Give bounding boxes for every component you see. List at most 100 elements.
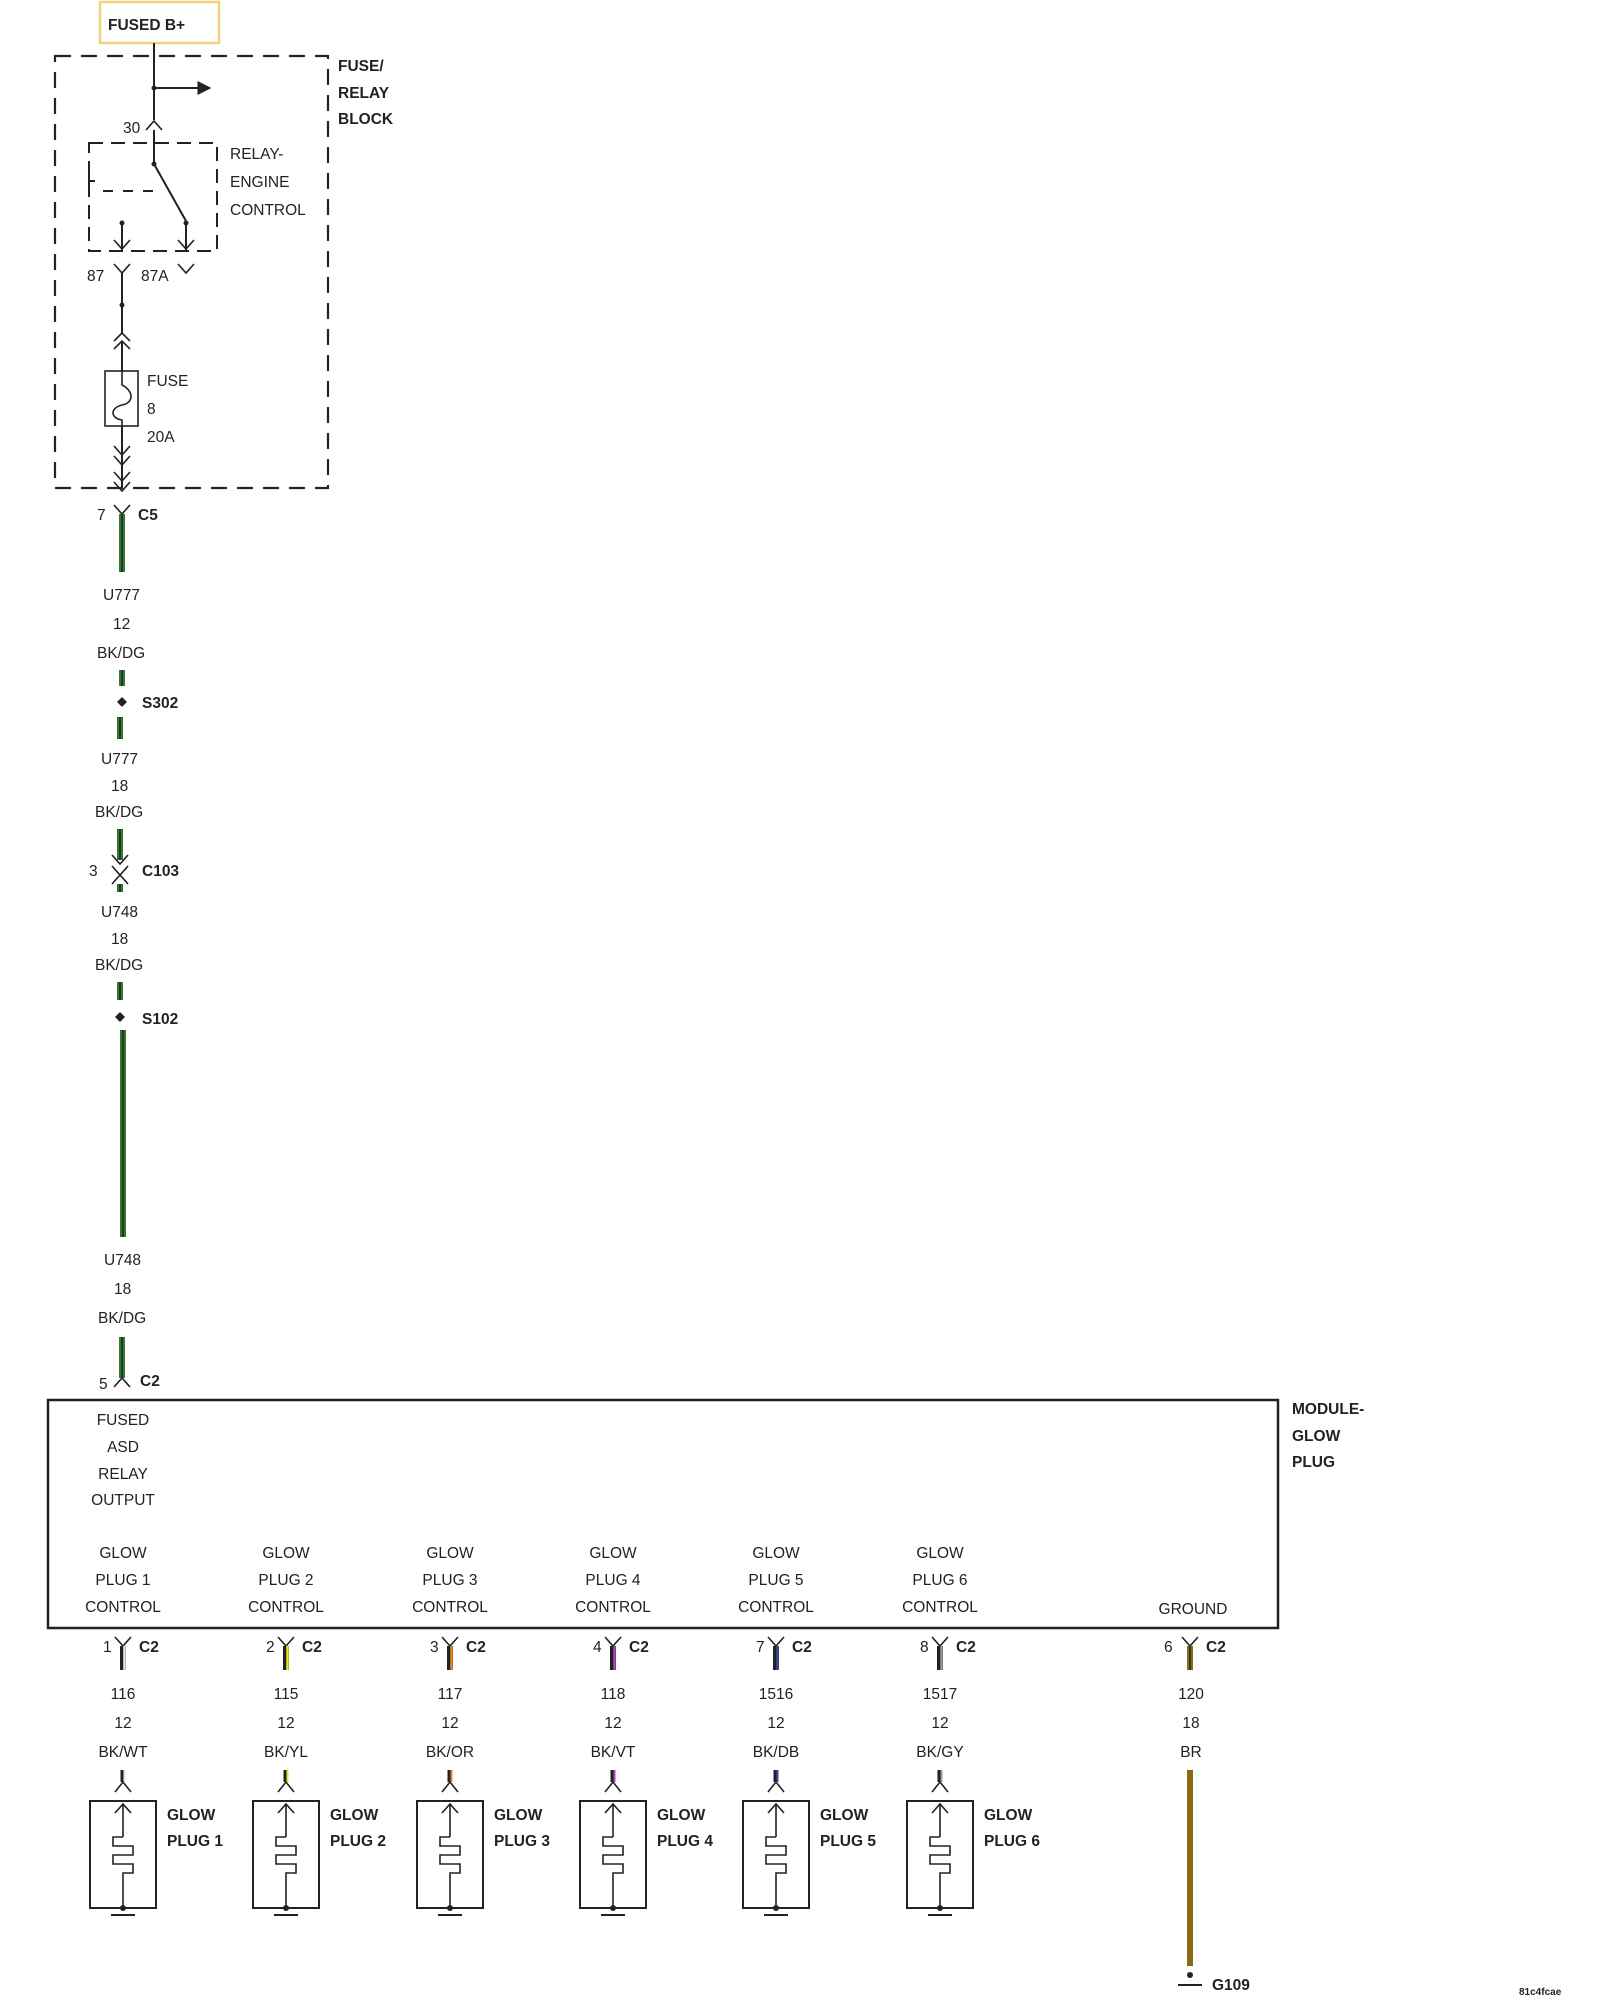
wire-1-circuit: U777	[103, 587, 140, 604]
channel-connector-icon	[441, 1636, 459, 1648]
wire-3-gauge: 18	[111, 931, 128, 948]
channel-name-1: GLOW	[916, 1545, 964, 1562]
fused-b-plus-label: FUSED B+	[108, 17, 185, 34]
channel-name-3: CONTROL	[738, 1599, 814, 1616]
g109-ground-icon	[1178, 1972, 1202, 1986]
wire-1-gauge: 12	[113, 616, 130, 633]
glow-plug-label-2: PLUG 1	[167, 1833, 223, 1850]
channel-name-2: PLUG 3	[422, 1572, 477, 1589]
relay-name-2: ENGINE	[230, 174, 289, 191]
g109-label: G109	[1212, 1977, 1250, 1994]
glow-plug-label-2: PLUG 5	[820, 1833, 876, 1850]
module-input-label-4: OUTPUT	[91, 1492, 155, 1509]
relay-pin-30: 30	[123, 120, 141, 137]
channel-name-3: CONTROL	[85, 1599, 161, 1616]
channel-pin: 8	[920, 1639, 929, 1656]
glow-plug-label-2: PLUG 6	[984, 1833, 1040, 1850]
pin-30-terminal-icon	[145, 119, 163, 131]
s302-name: S302	[142, 695, 178, 712]
fuse-relay-block-title-1: FUSE/	[338, 58, 384, 75]
c103-name: C103	[142, 863, 179, 880]
channel-name-3: CONTROL	[412, 1599, 488, 1616]
relay-pin-87: 87	[87, 268, 104, 285]
ground-color: BR	[1180, 1744, 1202, 1761]
c2-input-connector-icon	[113, 1376, 131, 1388]
wire-4-gauge: 18	[114, 1281, 131, 1298]
fuse-rating: 20A	[147, 429, 175, 446]
module-title-2: GLOW	[1292, 1428, 1341, 1445]
load-terminal-icon	[767, 1780, 785, 1793]
channel-color: BK/OR	[426, 1744, 474, 1761]
channel-name-2: PLUG 5	[748, 1572, 803, 1589]
load-ground-node	[610, 1905, 616, 1911]
channel-connector-icon	[277, 1636, 295, 1648]
ground-circuit: 120	[1178, 1686, 1204, 1703]
channel-color: BK/GY	[916, 1744, 963, 1761]
channel-color: BK/YL	[264, 1744, 308, 1761]
channel-name-1: GLOW	[589, 1545, 637, 1562]
load-ground-node	[120, 1905, 126, 1911]
channel-color: BK/VT	[591, 1744, 636, 1761]
glow-plug-label-1: GLOW	[494, 1807, 543, 1824]
load-terminal-icon	[604, 1780, 622, 1793]
module-input-label-2: ASD	[107, 1439, 139, 1456]
module-ground-label: GROUND	[1159, 1601, 1228, 1618]
channel-connector-icon	[114, 1636, 132, 1648]
channel-circuit: 116	[111, 1686, 136, 1703]
channel-name-3: CONTROL	[575, 1599, 651, 1616]
wire-1-color: BK/DG	[97, 645, 145, 662]
c2-input-pin: 5	[99, 1376, 108, 1393]
glow-plug-label-2: PLUG 4	[657, 1833, 713, 1850]
channel-connector: C2	[956, 1639, 976, 1656]
channel-connector: C2	[139, 1639, 159, 1656]
glow-plug-module-box	[46, 1398, 1280, 1630]
load-ground-node	[447, 1905, 453, 1911]
relay-name-3: CONTROL	[230, 202, 306, 219]
channel-gauge: 12	[277, 1715, 294, 1732]
wire-2-color: BK/DG	[95, 804, 143, 821]
fuse-number: 8	[147, 401, 156, 418]
channel-gauge: 12	[767, 1715, 784, 1732]
channel-gauge: 12	[441, 1715, 458, 1732]
c5-name: C5	[138, 507, 158, 524]
wire-4-color: BK/DG	[98, 1310, 146, 1327]
channel-gauge: 12	[114, 1715, 131, 1732]
channel-connector: C2	[792, 1639, 812, 1656]
wire-4-circuit: U748	[104, 1252, 141, 1269]
s102-splice-icon	[115, 1012, 125, 1022]
channel-name-3: CONTROL	[248, 1599, 324, 1616]
channel-pin: 7	[756, 1639, 765, 1656]
fuse-relay-block-title-2: RELAY	[338, 85, 390, 102]
channel-color: BK/DB	[753, 1744, 800, 1761]
module-title-3: PLUG	[1292, 1454, 1335, 1471]
glow-plug-heater-icon	[602, 1802, 624, 1905]
glow-plug-heater-icon	[275, 1802, 297, 1905]
load-terminal-icon	[277, 1780, 295, 1793]
ground-pin: 6	[1164, 1639, 1173, 1656]
c103-connector-icon	[111, 854, 129, 885]
pin-87-terminal-icon	[113, 263, 131, 275]
channel-circuit: 118	[601, 1686, 626, 1703]
ground-gauge: 18	[1182, 1715, 1199, 1732]
channel-name-1: GLOW	[99, 1545, 147, 1562]
ground-connector-icon	[1181, 1636, 1199, 1648]
relay-name-1: RELAY-	[230, 146, 283, 163]
fuse-icon	[104, 370, 139, 427]
load-ground-node	[283, 1905, 289, 1911]
channel-circuit: 1517	[923, 1686, 957, 1703]
footer-code: 81c4fcae	[1519, 1987, 1562, 1998]
channel-connector-icon	[767, 1636, 785, 1648]
s302-splice-icon	[117, 697, 127, 707]
channel-name-1: GLOW	[426, 1545, 474, 1562]
c5-pin: 7	[97, 507, 106, 524]
channel-connector: C2	[629, 1639, 649, 1656]
glow-plug-label-1: GLOW	[984, 1807, 1033, 1824]
wire-2-circuit: U777	[101, 751, 138, 768]
glow-plug-heater-icon	[439, 1802, 461, 1905]
glow-plug-label-1: GLOW	[820, 1807, 869, 1824]
